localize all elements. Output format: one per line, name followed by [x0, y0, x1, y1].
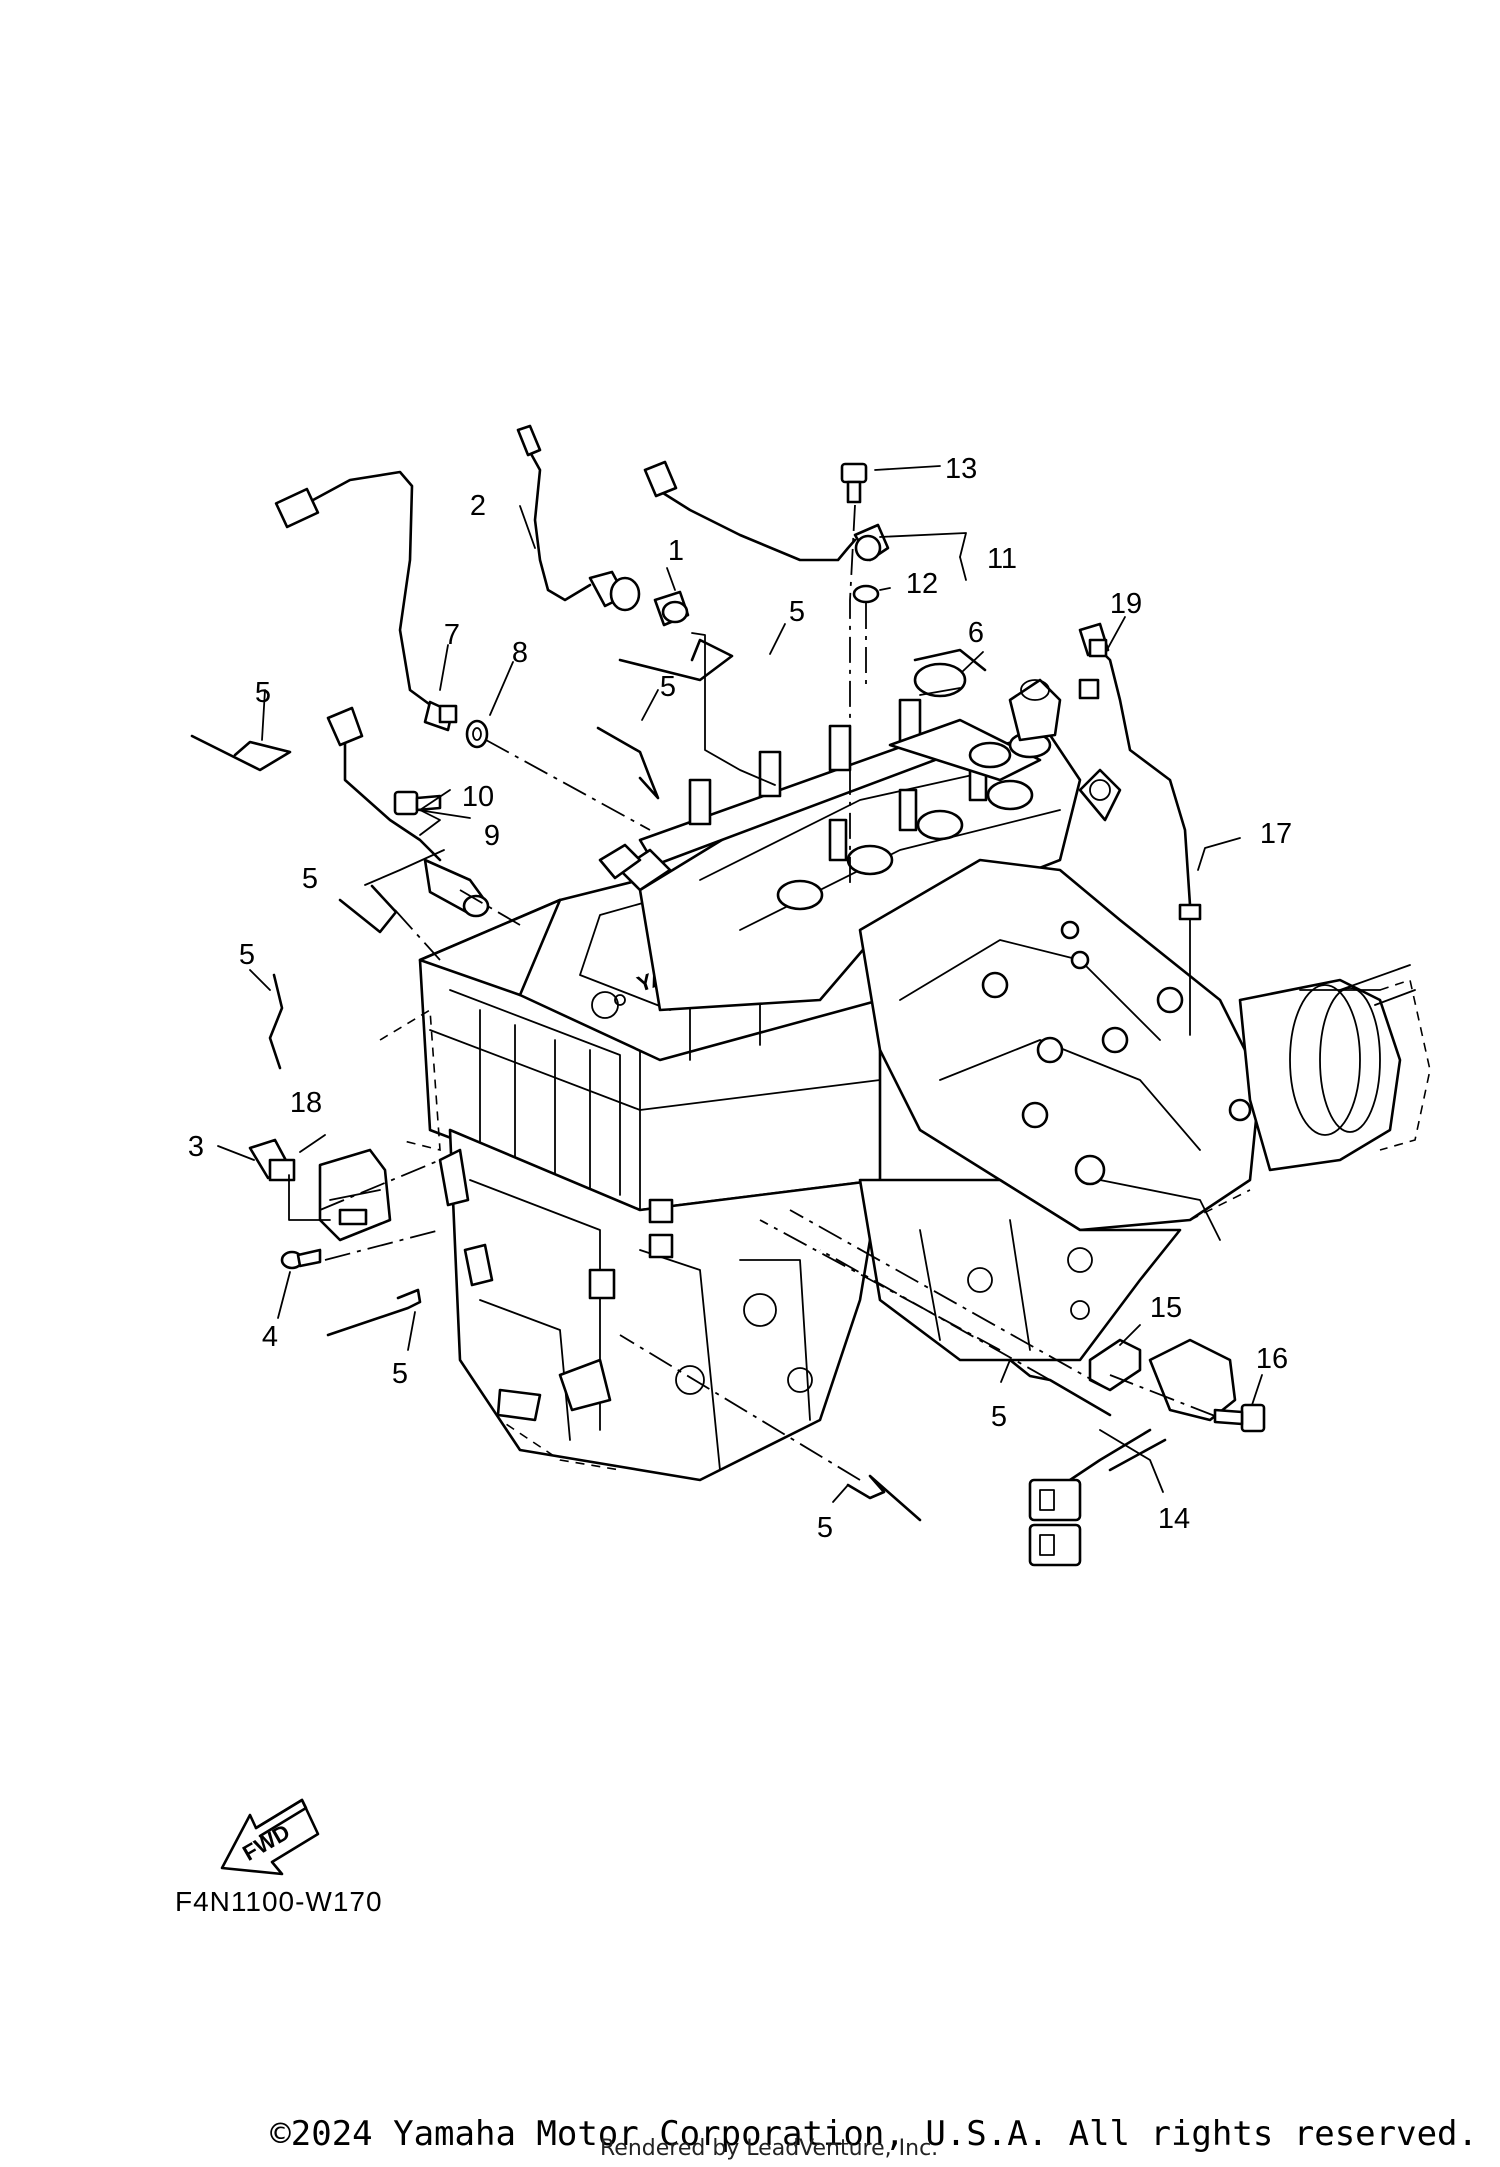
fwd-arrow-icon: FWD	[220, 1798, 320, 1876]
callout-15: 15	[1150, 1292, 1182, 1324]
callout-14: 14	[1158, 1503, 1190, 1535]
callout-11: 11	[987, 543, 1017, 575]
renderer-credit: Rendered by LeadVenture, Inc.	[600, 2136, 939, 2161]
callout-5a: 5	[255, 677, 271, 709]
callout-13: 13	[945, 453, 977, 485]
callout-12: 12	[906, 568, 938, 600]
callout-8: 8	[512, 637, 528, 669]
callout-labels: 1 2 3 4 5 5 5 5 5 5 5 5 6 7 8 9 10 11 12…	[188, 453, 1292, 1544]
callout-5h: 5	[817, 1512, 833, 1544]
leader-lines	[217, 465, 1263, 1503]
callout-5b: 5	[302, 863, 318, 895]
callout-16: 16	[1256, 1343, 1288, 1375]
callout-19: 19	[1110, 588, 1142, 620]
callout-5c: 5	[239, 939, 255, 971]
callout-17: 17	[1260, 818, 1292, 850]
callout-5f: 5	[392, 1358, 408, 1390]
diagram-code: F4N1100-W170	[175, 1886, 383, 1917]
callout-5g: 5	[991, 1401, 1007, 1433]
copyright-notice: ©2024 Yamaha Motor Corporation, U.S.A. A…	[270, 2114, 1478, 2154]
callout-10: 10	[462, 781, 494, 813]
callout-9: 9	[484, 820, 500, 852]
callout-4: 4	[262, 1321, 278, 1353]
callout-18: 18	[290, 1087, 322, 1119]
callout-3: 3	[188, 1131, 204, 1163]
callout-1: 1	[668, 535, 684, 567]
callout-5e: 5	[789, 596, 805, 628]
engine-assembly: YAMAHA	[379, 678, 1431, 1482]
callout-6: 6	[968, 617, 984, 649]
callout-2: 2	[470, 490, 486, 522]
callout-7: 7	[444, 619, 460, 651]
callout-5d: 5	[660, 671, 676, 703]
